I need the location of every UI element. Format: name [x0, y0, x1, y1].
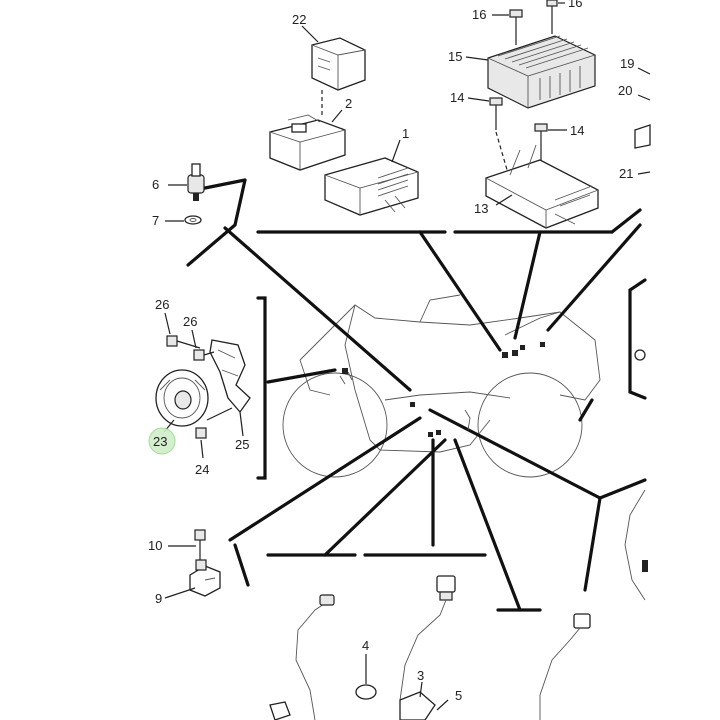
callout-1[interactable]: 1: [402, 126, 409, 141]
part-5: [436, 699, 449, 711]
callout-15[interactable]: 15: [448, 49, 462, 64]
callout-26a[interactable]: 26: [155, 297, 169, 312]
callout-24[interactable]: 24: [195, 462, 209, 477]
regulator-15: [465, 35, 596, 109]
relay-22: [301, 25, 366, 91]
callout-5[interactable]: 5: [455, 688, 462, 703]
sensor-lead-right: [539, 613, 591, 720]
callout-13[interactable]: 13: [474, 201, 488, 216]
bolt-16a: [492, 9, 523, 45]
harness-fragments: [339, 342, 545, 437]
callout-23[interactable]: 23: [153, 434, 167, 449]
callout-3[interactable]: 3: [417, 668, 424, 683]
callout-14a[interactable]: 14: [450, 90, 464, 105]
bolt-16b: [546, 0, 565, 34]
group-leader-lines: [186, 178, 647, 612]
callout-21[interactable]: 21: [619, 166, 633, 181]
callout-14b[interactable]: 14: [570, 123, 584, 138]
callout-10[interactable]: 10: [148, 538, 162, 553]
bolt-24: [195, 427, 207, 459]
bolt-26b: [191, 329, 215, 361]
bolt-26a: [164, 312, 201, 349]
callout-labels: 22 2 1 6 7 16 16 15 14 14 13 19 20 21 26…: [148, 0, 634, 703]
part-right-mid: [634, 349, 646, 361]
callout-9[interactable]: 9: [155, 591, 162, 606]
horn-bracket-25: [206, 339, 251, 437]
sensor-9: [164, 559, 221, 599]
coupler-2: [269, 90, 346, 171]
sensor-lead-left: [269, 594, 335, 720]
o-ring-4: [355, 654, 377, 700]
callout-19[interactable]: 19: [620, 56, 634, 71]
coupler-3-lead: [399, 575, 456, 720]
callout-26b[interactable]: 26: [183, 314, 197, 329]
bolt-14a: [467, 97, 511, 181]
callout-16b[interactable]: 16: [568, 0, 582, 10]
part-19-20-21: [634, 67, 651, 175]
ecu-1: [324, 139, 419, 216]
callout-6[interactable]: 6: [152, 177, 159, 192]
callout-16a[interactable]: 16: [472, 7, 486, 22]
callout-4[interactable]: 4: [362, 638, 369, 653]
callout-25[interactable]: 25: [235, 437, 249, 452]
callout-7[interactable]: 7: [152, 213, 159, 228]
highlight-marker: [148, 427, 176, 455]
washer-7: [165, 215, 202, 225]
bolt-14b: [534, 123, 567, 186]
callout-22[interactable]: 22: [292, 12, 306, 27]
part-right-bottom: [624, 489, 648, 601]
callout-2[interactable]: 2: [345, 96, 352, 111]
sensor-6: [168, 163, 205, 201]
bracket-13: [485, 144, 599, 229]
callout-20[interactable]: 20: [618, 83, 632, 98]
horn-23: [155, 369, 209, 433]
